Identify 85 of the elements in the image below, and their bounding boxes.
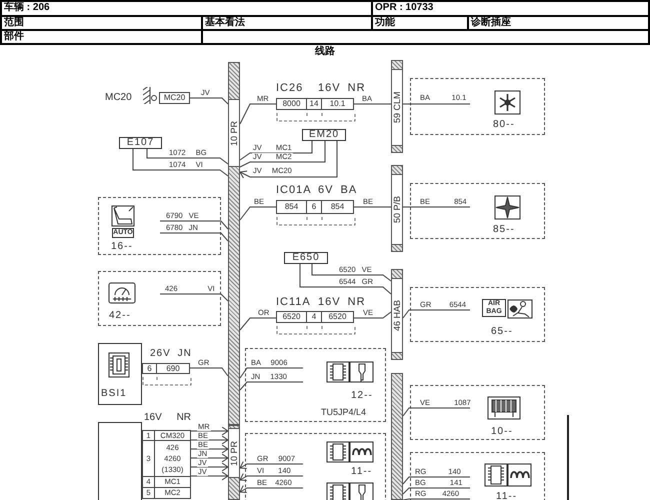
pin-cell: 854	[276, 200, 307, 214]
bar-label: 46 HAB	[392, 278, 402, 353]
wire	[240, 382, 304, 390]
pin-cell: 6	[142, 363, 157, 374]
header-cell: 部件	[0, 29, 203, 45]
part-number: 11--	[351, 466, 372, 477]
wire	[402, 498, 470, 500]
wire	[240, 104, 276, 124]
wire	[354, 312, 392, 318]
wire	[132, 148, 228, 176]
wire	[402, 488, 470, 494]
part-number: 80--	[493, 119, 515, 130]
pin-cell: 854	[321, 200, 354, 214]
connector-label: 26V JN	[150, 348, 192, 359]
wire	[240, 140, 326, 168]
connector-label: 16V NR	[318, 82, 366, 94]
wire	[190, 426, 228, 436]
harness-bar	[228, 425, 240, 500]
wire	[160, 220, 228, 230]
wire	[240, 485, 304, 493]
part-number: 65--	[491, 326, 513, 337]
pin-cell: 6520	[321, 311, 354, 323]
ground-label: MC20	[105, 93, 132, 103]
part-number: 85--	[493, 224, 515, 235]
part-number: 42--	[109, 310, 131, 321]
harness-bar	[228, 62, 240, 425]
component-box	[98, 343, 142, 405]
connector-label: 16V NR	[144, 412, 192, 423]
pin-cell: 4	[306, 311, 322, 323]
wire	[240, 368, 304, 378]
wire	[190, 454, 228, 462]
wire	[146, 148, 228, 164]
harness-bar	[391, 269, 403, 360]
wire	[402, 310, 470, 318]
component-box: E650	[284, 252, 328, 264]
bar-label: 10 PR	[229, 428, 239, 478]
pin-cell: 10.1	[321, 98, 354, 110]
component-box: EM20	[302, 129, 346, 141]
pin-cell: 6520	[276, 311, 307, 323]
part-number: 11--	[496, 491, 518, 500]
pin-cell: 6	[306, 200, 322, 214]
wire	[190, 444, 228, 454]
component-box: E107	[119, 137, 162, 149]
engine-code: TU5JP4/L4	[321, 407, 366, 417]
connector-label: 16V NR	[318, 296, 366, 308]
wire	[402, 408, 470, 416]
wire	[240, 140, 338, 179]
wire	[300, 264, 392, 294]
part-number: 16--	[111, 241, 133, 252]
wire	[240, 206, 276, 220]
pin-cell: 14	[306, 98, 322, 110]
wire	[240, 318, 276, 330]
wire	[160, 232, 228, 242]
harness-bar	[391, 373, 403, 500]
wire	[402, 476, 470, 484]
connector-label: IC11A	[276, 296, 311, 308]
header-cell: OPR : 10733	[371, 0, 650, 17]
connector-label: IC01A	[276, 184, 312, 196]
wire	[240, 473, 304, 481]
wire	[190, 98, 228, 104]
wire	[240, 461, 304, 469]
wire	[354, 206, 392, 208]
pin-cell: 690	[156, 363, 190, 374]
pin-cell: 8000	[276, 98, 307, 110]
section-title: 线路	[314, 44, 336, 58]
wire	[312, 264, 392, 282]
connector-label: 6V BA	[318, 184, 358, 196]
bar-label: 59 CLM	[392, 69, 402, 146]
box-label: BSI1	[101, 388, 127, 399]
component-box	[98, 422, 142, 500]
wire	[240, 140, 312, 160]
bar-label: 10 PR	[229, 99, 239, 167]
wire	[190, 368, 228, 376]
wire	[190, 472, 228, 480]
connector-box: MC20	[159, 92, 190, 104]
harness-bar	[391, 165, 403, 252]
header-cell: 车辆 : 206	[0, 0, 373, 17]
part-number: 10--	[491, 426, 513, 437]
connector-label: IC26	[276, 82, 304, 94]
wire	[402, 206, 470, 208]
harness-bar	[391, 60, 403, 153]
part-number: 12--	[351, 390, 373, 401]
wire	[190, 436, 228, 444]
wire	[190, 462, 228, 472]
bar-label: 50 P/B	[392, 174, 402, 245]
